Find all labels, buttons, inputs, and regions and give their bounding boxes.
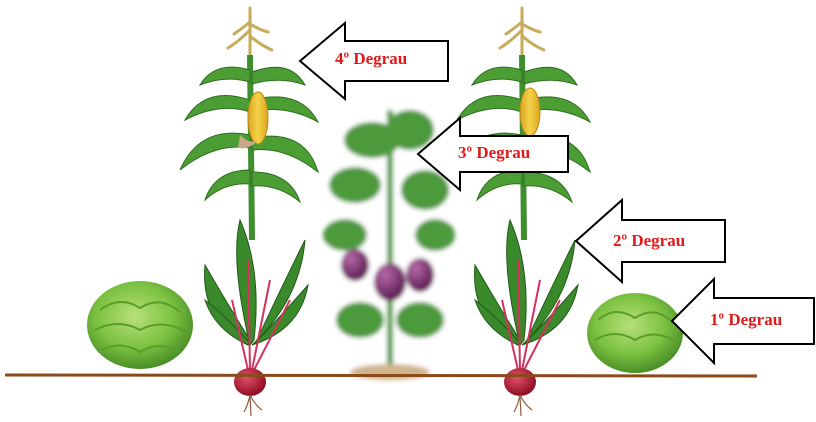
corn-tassel-icon	[228, 8, 272, 60]
eggplant-plant	[323, 95, 455, 380]
beet-plant-right	[475, 220, 578, 416]
step-3-label: 3º Degrau	[458, 143, 530, 163]
corn-plant-right	[452, 8, 590, 240]
ground-line	[5, 375, 757, 376]
beet-plant-left	[205, 220, 308, 416]
step-4-label: 4º Degrau	[335, 49, 407, 69]
corn-plant-left	[180, 8, 318, 240]
lettuce-right	[587, 293, 683, 373]
corn-cob-icon	[520, 88, 540, 136]
step-2-label: 2º Degrau	[613, 231, 685, 251]
lettuce-left	[87, 281, 193, 369]
step-1-label: 1º Degrau	[710, 310, 782, 330]
